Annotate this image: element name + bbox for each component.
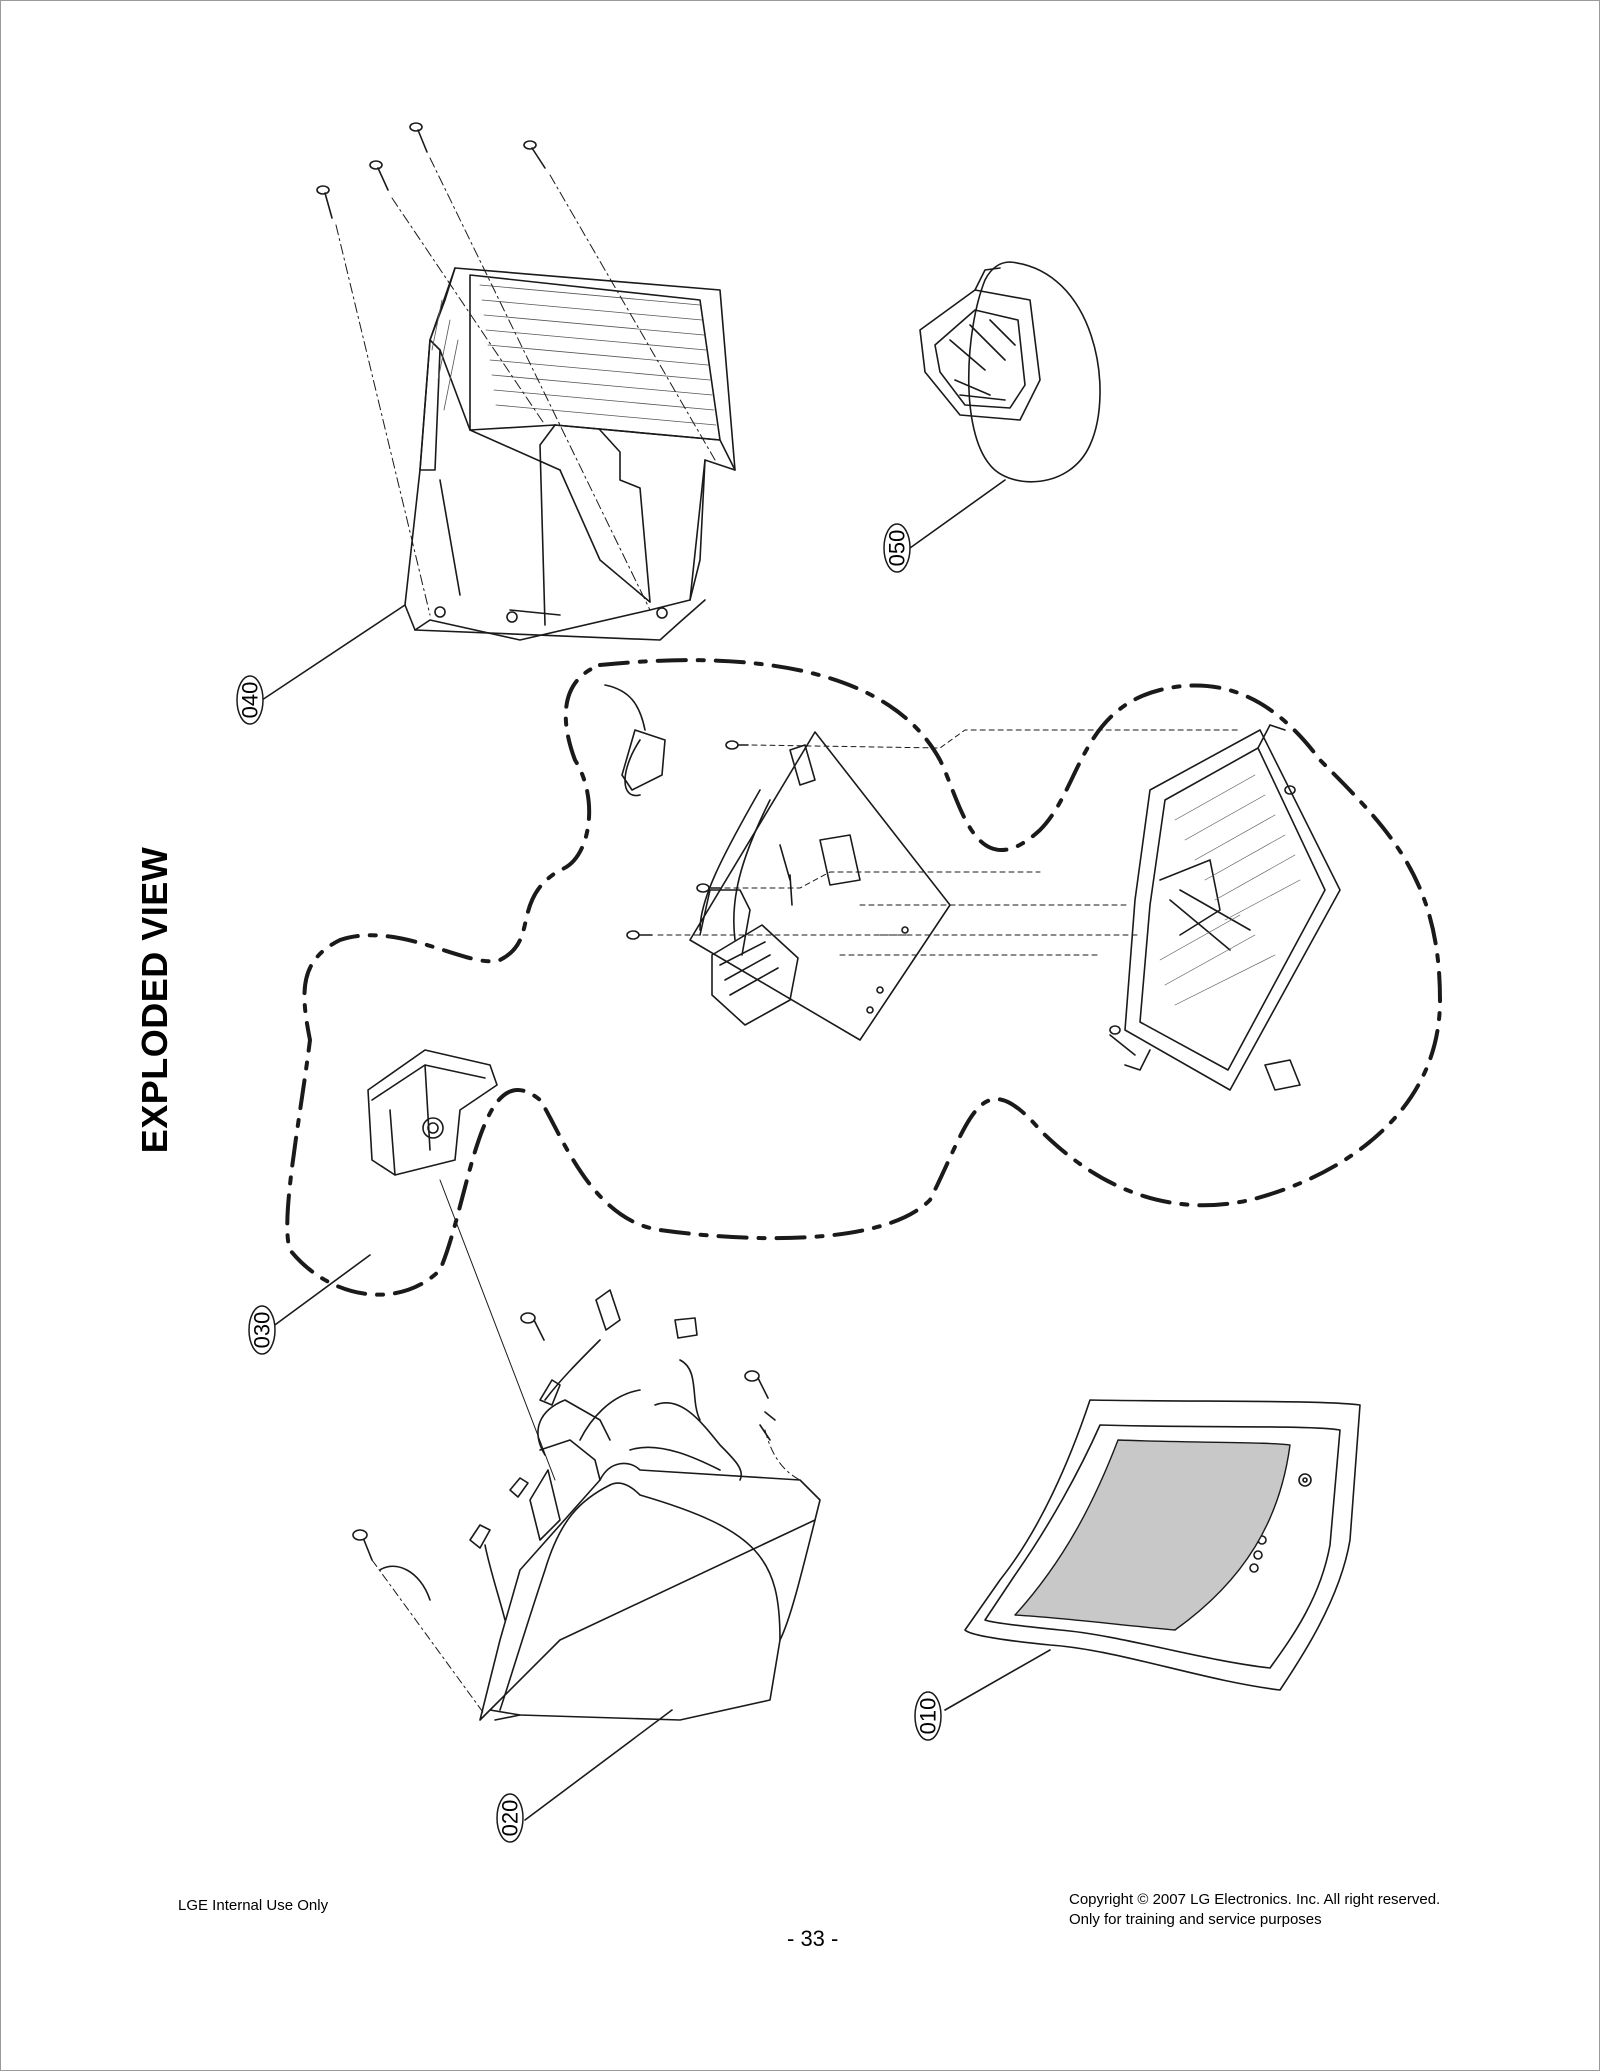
part-labels: 040 050 030 020 010 <box>236 523 942 1843</box>
part-label-040: 040 <box>236 675 264 725</box>
back-cover-drawing <box>404 267 736 641</box>
front-cabinet-drawing <box>964 1399 1361 1691</box>
part-label-030: 030 <box>248 1305 276 1355</box>
cover-screws <box>316 122 716 616</box>
part-label-020: 020 <box>496 1793 524 1843</box>
power-cord-drawing <box>604 684 666 797</box>
part-label-020-text: 020 <box>498 1800 523 1837</box>
footer-purpose-line: Only for training and service purposes <box>1069 1911 1322 1928</box>
footer-copyright: Copyright © 2007 LG Electronics. Inc. Al… <box>1069 1890 1440 1930</box>
leader-040 <box>261 604 406 701</box>
part-label-010-text: 010 <box>916 1698 941 1735</box>
assembly-lines <box>657 729 1241 956</box>
leader-010 <box>944 1649 1051 1711</box>
stand-drawing <box>919 261 1101 483</box>
chassis-frame-drawing <box>1109 724 1341 1091</box>
front-screen-glass <box>1014 1439 1291 1631</box>
footer-internal-use: LGE Internal Use Only <box>178 1897 329 1914</box>
leader-050 <box>909 479 1006 549</box>
part-label-010: 010 <box>914 1691 942 1741</box>
leader-030 <box>267 1254 371 1331</box>
part-label-050: 050 <box>883 523 911 573</box>
board-screws <box>626 740 749 940</box>
part-label-050-text: 050 <box>885 530 910 567</box>
crt-tube-drawing <box>352 1289 821 1721</box>
bracket-drawing <box>367 1049 556 1481</box>
main-board-drawing <box>689 731 951 1041</box>
part-label-040-text: 040 <box>238 682 263 719</box>
chassis-boundary <box>285 658 1442 1297</box>
footer-copyright-line: Copyright © 2007 LG Electronics. Inc. Al… <box>1069 1891 1441 1908</box>
page-number: - 33 - <box>787 1926 839 1951</box>
leader-020 <box>524 1709 673 1821</box>
part-label-030-text: 030 <box>250 1312 275 1349</box>
